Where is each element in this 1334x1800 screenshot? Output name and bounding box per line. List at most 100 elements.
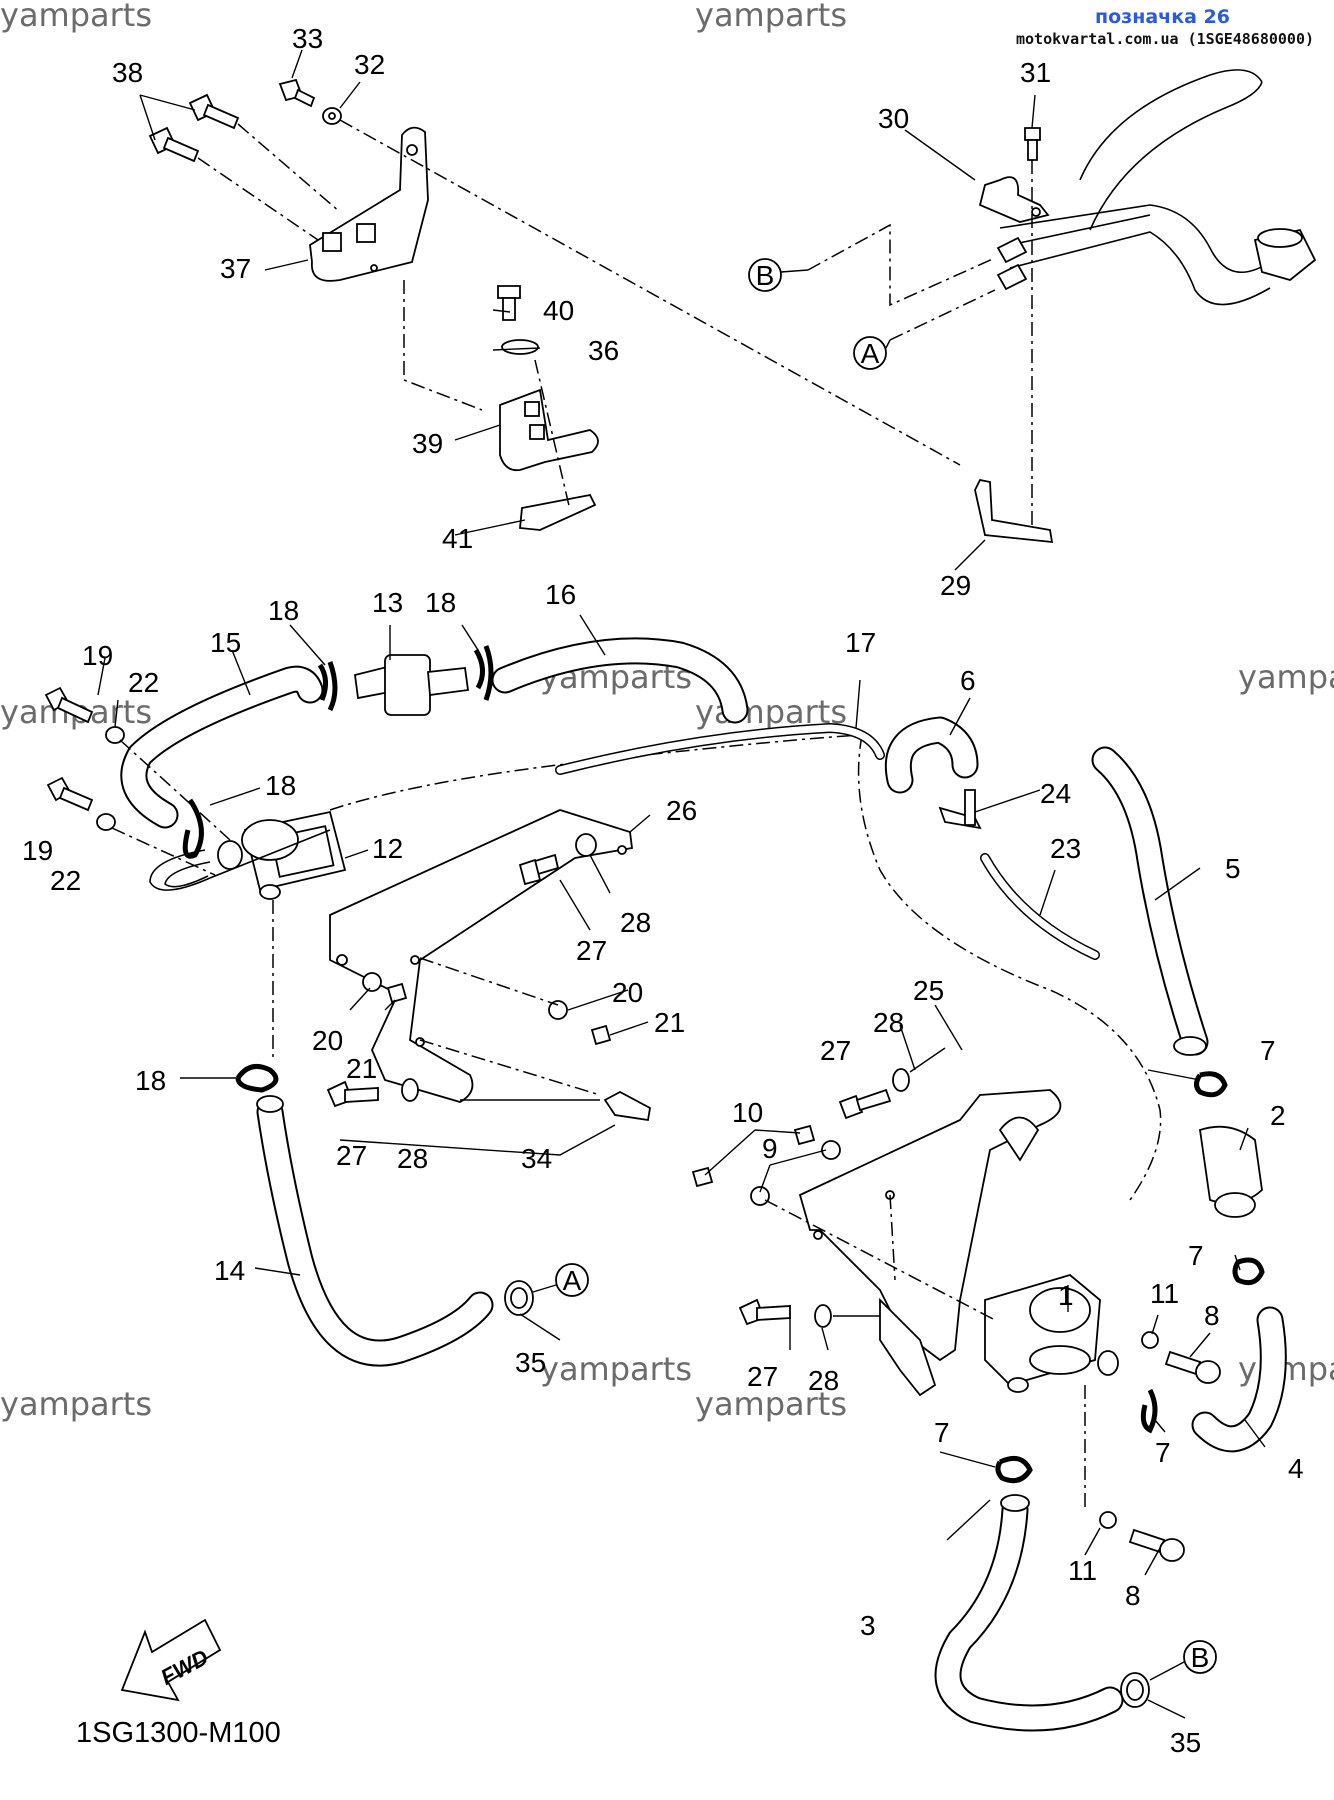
washer-22-lower	[96, 813, 116, 831]
clip-7-b	[1232, 1257, 1265, 1286]
filter-2	[1199, 1125, 1263, 1205]
callout-7-d: 7	[934, 1417, 950, 1448]
callout-5: 5	[1225, 853, 1241, 884]
callout-8-upper: 8	[1204, 1300, 1220, 1331]
callout-7-b: 7	[1188, 1240, 1204, 1271]
clip-7-c	[1140, 1388, 1158, 1434]
callout-12: 12	[372, 833, 403, 864]
callout-6: 6	[960, 665, 976, 696]
callout-3: 3	[860, 1610, 876, 1641]
washer-9-lower	[750, 1186, 770, 1206]
callout-20-left: 20	[312, 1025, 343, 1056]
diagram-code: 1SG1300-M100	[76, 1717, 281, 1749]
header-site: motokvartal.com.ua (1SGE48680000)	[1016, 30, 1314, 48]
callout-25: 25	[913, 975, 944, 1006]
callout-13: 13	[372, 587, 403, 618]
bracket-37-hole	[406, 144, 418, 156]
callout-26: 26	[666, 795, 697, 826]
callout-14: 14	[214, 1255, 245, 1286]
callout-31: 31	[1020, 57, 1051, 88]
air-cut-valve-1	[984, 1274, 1221, 1562]
watermark-top-center: yamparts	[695, 0, 847, 34]
callout-28-b: 28	[397, 1143, 428, 1174]
hoses-upper-left	[120, 637, 749, 859]
callout-15: 15	[210, 627, 241, 658]
callout-2: 2	[1270, 1100, 1286, 1131]
bracket-26-group	[326, 809, 651, 1122]
bolt-31	[1024, 127, 1041, 141]
clamp-34	[603, 1090, 651, 1122]
callout-19-lower: 19	[22, 835, 53, 866]
bolt-40	[497, 285, 521, 299]
clip-18-c	[182, 798, 204, 859]
watermark-low-left: yamparts	[0, 1385, 152, 1423]
washer-9-upper	[821, 1140, 841, 1160]
callout-27-d: 27	[747, 1361, 778, 1392]
callout-19-upper: 19	[82, 640, 113, 671]
callout-18-d: 18	[135, 1065, 166, 1096]
washer-28-right-upper	[892, 1068, 910, 1092]
washer-11-lower	[1099, 1511, 1117, 1529]
callout-23: 23	[1050, 833, 1081, 864]
callout-22-upper: 22	[128, 667, 159, 698]
hose-14-group	[235, 1063, 534, 1367]
watermark-mid-right: yamparts	[1238, 658, 1334, 696]
ref-A-top: A	[853, 336, 891, 370]
ref-A-lower: A	[532, 1263, 589, 1297]
callout-37: 37	[220, 253, 251, 284]
callout-39: 39	[412, 428, 443, 459]
washer-11-upper	[1141, 1331, 1159, 1349]
callout-16: 16	[545, 579, 576, 610]
bracket-37-nut-b	[356, 223, 376, 243]
callout-18-c: 18	[265, 770, 296, 801]
callout-21-right: 21	[654, 1007, 685, 1038]
rubber-41	[519, 493, 597, 531]
washer-20-left	[362, 972, 382, 992]
callout-1: 1	[1058, 1280, 1074, 1311]
washer-28-lower	[401, 1078, 419, 1102]
callout-24: 24	[1040, 778, 1071, 809]
clip-7-a	[1194, 1071, 1228, 1098]
callout-27-a: 27	[576, 935, 607, 966]
callout-29: 29	[940, 570, 971, 601]
callout-32: 32	[354, 49, 385, 80]
watermark-low-center: yamparts	[540, 1350, 692, 1388]
exhaust-group	[807, 69, 1317, 544]
callout-22-lower: 22	[50, 865, 81, 896]
callout-20-right: 20	[612, 977, 643, 1008]
clip-18-b	[473, 645, 494, 701]
clip-7-d	[995, 1455, 1033, 1484]
watermark-low-center2: yamparts	[695, 1385, 847, 1423]
washer-28-upper	[575, 833, 597, 857]
hoses-right	[555, 716, 1287, 1732]
callout-36: 36	[588, 335, 619, 366]
nut-21-left	[386, 982, 408, 1004]
bracket-25	[798, 1089, 1062, 1362]
svg-text:B: B	[756, 260, 775, 291]
callout-18-a: 18	[268, 595, 299, 626]
reed-valve-12	[44, 686, 347, 1060]
bolt-38-lower	[148, 126, 200, 163]
callout-8-lower: 8	[1125, 1580, 1141, 1611]
valve-cap-1	[1029, 1287, 1091, 1333]
callout-18-b: 18	[425, 587, 456, 618]
bolt-27-right-upper	[838, 1094, 864, 1120]
callout-7-a: 7	[1260, 1035, 1276, 1066]
callout-numbers: 38 33 32 37 40 36 39 41 29 30 31 19 22 1…	[22, 23, 1304, 1758]
watermark-top-left: yamparts	[0, 0, 152, 34]
callout-41: 41	[442, 523, 473, 554]
callout-11-upper: 11	[1150, 1278, 1179, 1309]
exhaust-upper-edge	[1079, 69, 1263, 181]
callout-30: 30	[878, 103, 909, 134]
clamp-30	[978, 176, 1050, 223]
bracket-25-group	[691, 1068, 1062, 1397]
callout-21-left: 21	[346, 1053, 377, 1084]
bracket-37-group	[148, 78, 961, 466]
clip-18-lower	[235, 1063, 279, 1093]
callout-40: 40	[543, 295, 574, 326]
bracket-37-nut-a	[322, 232, 342, 252]
hose-17	[555, 722, 885, 775]
bolt-33	[278, 78, 316, 108]
clip-18-a	[317, 661, 338, 712]
